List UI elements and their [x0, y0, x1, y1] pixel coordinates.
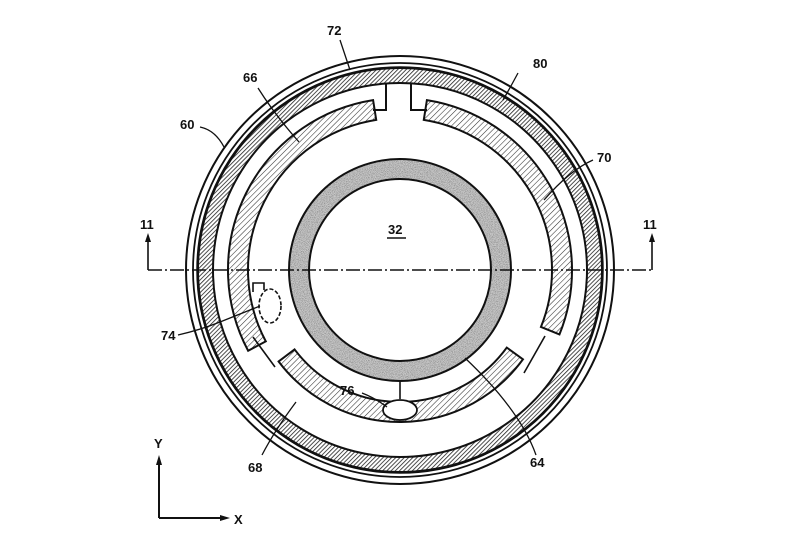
ref-68: 68 [248, 460, 262, 475]
leader-lines [177, 39, 594, 456]
ref-80: 80 [533, 56, 547, 71]
ref-74: 74 [161, 328, 176, 343]
antenna-ring-72 [196, 67, 603, 473]
y-axis-label: Y [154, 436, 163, 451]
xy-axes [156, 455, 230, 521]
ref-76: 76 [340, 383, 354, 398]
ref-72: 72 [327, 23, 341, 38]
component-74 [252, 282, 282, 324]
ref-66: 66 [243, 70, 257, 85]
x-axis-label: X [234, 512, 243, 527]
ref-60: 60 [180, 117, 194, 132]
ref-64: 64 [530, 455, 545, 470]
ref-70: 70 [597, 150, 611, 165]
center-label: 32 [388, 222, 402, 237]
top-connectors [373, 83, 427, 111]
arc-segment-68 [277, 346, 525, 423]
section-line [145, 233, 655, 271]
section-marker-left: 11 [140, 217, 154, 232]
section-marker-right: 11 [643, 217, 657, 232]
component-76 [382, 399, 418, 421]
